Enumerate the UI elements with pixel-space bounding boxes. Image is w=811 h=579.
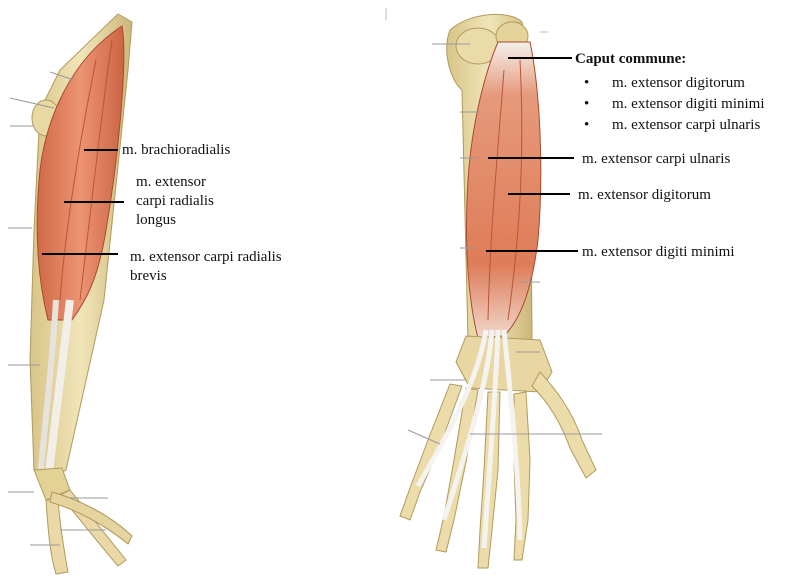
caput-item: •m. extensor carpi ulnaris <box>584 115 760 135</box>
label-extensor-carpi-radialis-brevis: m. extensor carpi radialis brevis <box>130 248 290 286</box>
caput-commune-header: Caput commune: <box>575 51 686 68</box>
bullet-icon: • <box>584 73 612 93</box>
left-forearm <box>8 14 132 574</box>
caput-item: •m. extensor digitorum <box>584 73 745 93</box>
label-extensor-carpi-ulnaris: m. extensor carpi ulnaris <box>582 150 730 169</box>
label-brachioradialis: m. brachioradialis <box>122 141 230 160</box>
right-thumb <box>532 372 596 478</box>
left-muscle-belly <box>37 26 124 320</box>
right-forearm <box>386 8 602 568</box>
bullet-icon: • <box>584 115 612 135</box>
label-extensor-digitorum: m. extensor digitorum <box>578 186 711 205</box>
left-finger-1 <box>46 500 68 574</box>
caput-item: •m. extensor digiti minimi <box>584 94 765 114</box>
bullet-icon: • <box>584 94 612 114</box>
label-extensor-digiti-minimi: m. extensor digiti minimi <box>582 243 735 262</box>
label-extensor-carpi-radialis-longus: m. extensor carpi radialis longus <box>136 173 236 230</box>
